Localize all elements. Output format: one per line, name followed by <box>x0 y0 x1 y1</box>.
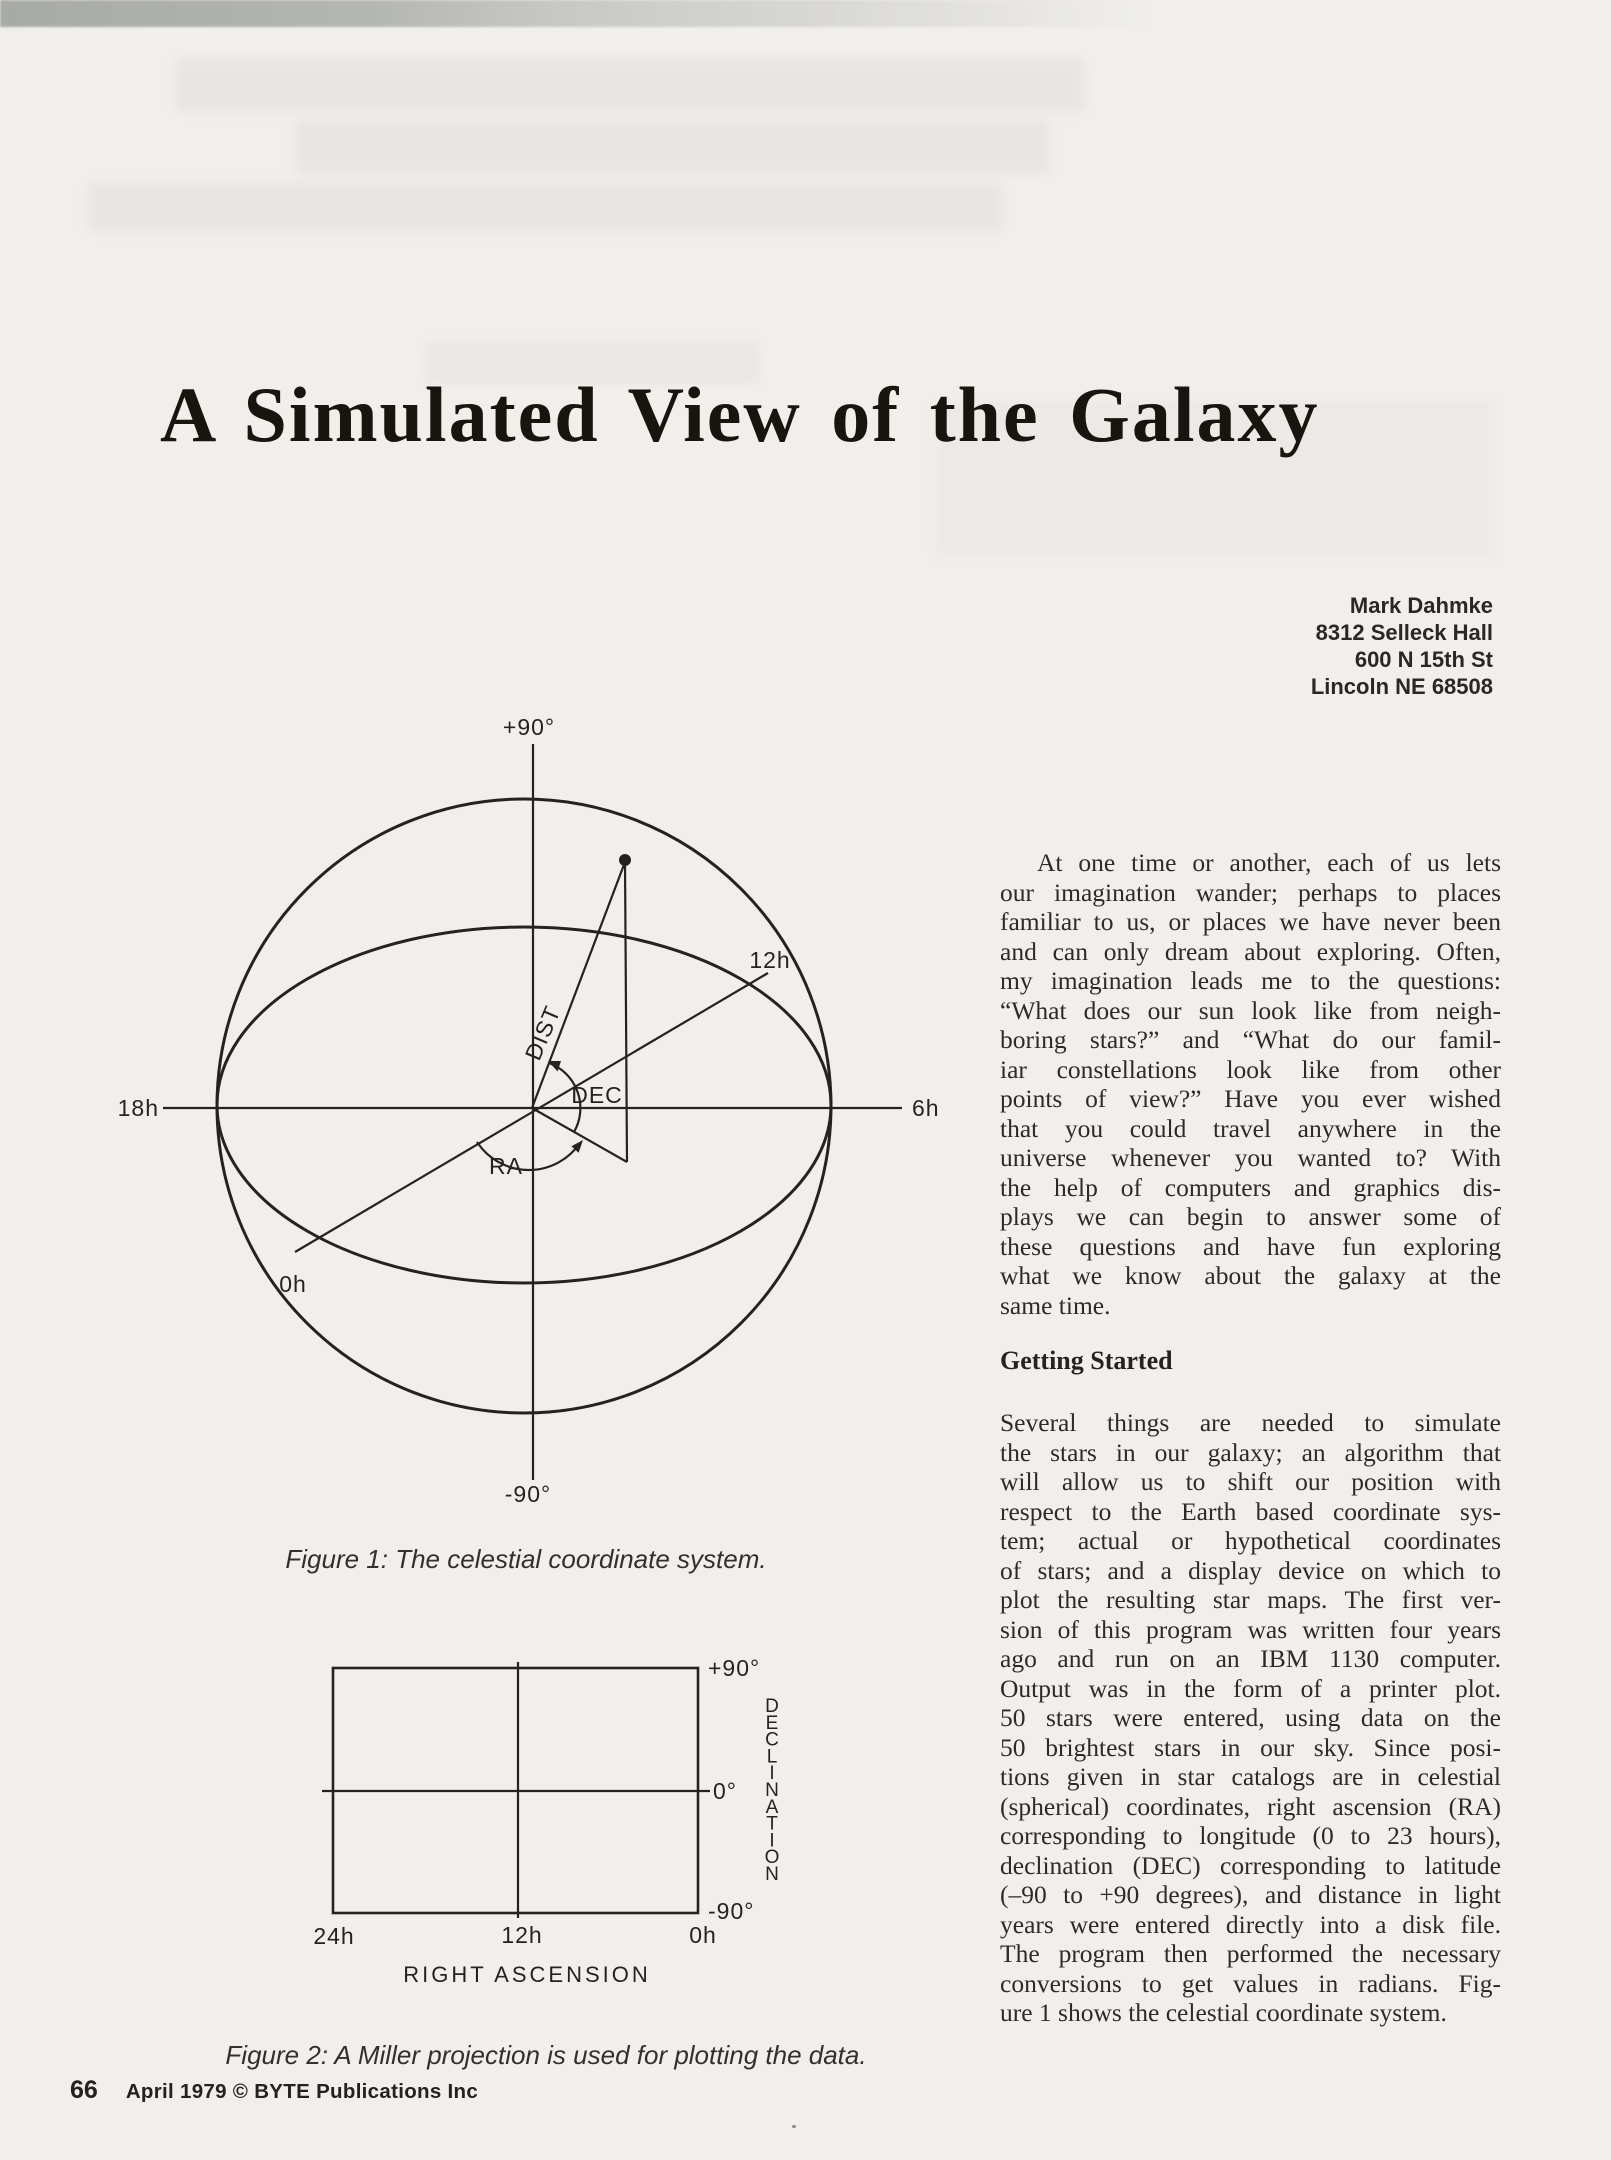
label-24h: 24h <box>313 1923 354 1949</box>
x-axis-title: RIGHT ASCENSION <box>403 1962 651 1987</box>
label-12h: 12h <box>749 947 790 973</box>
label-18h: 18h <box>118 1095 159 1121</box>
dist-vector-line <box>530 861 627 1109</box>
axis-12h-0h <box>294 972 769 1253</box>
scan-edge-band <box>0 0 1150 27</box>
dec-arrowhead-icon <box>548 1061 561 1072</box>
bleed-through-ghost <box>425 342 760 384</box>
author-address-line: 8312 Selleck Hall <box>1315 620 1493 645</box>
text-line: sion of this program was written four ye… <box>1000 1614 1501 1644</box>
label-0h: 0h <box>689 1922 717 1948</box>
label-minus90: -90° <box>708 1898 754 1924</box>
text-line: iar constellations look like from other <box>1000 1054 1501 1084</box>
ra-arrowhead-icon <box>571 1140 583 1153</box>
author-name: Mark Dahmke <box>1349 593 1493 618</box>
text-line: declination (DEC) corresponding to latit… <box>1000 1850 1501 1880</box>
ra-angle-arc <box>476 1141 581 1172</box>
bleed-through-ghost <box>88 182 1003 232</box>
page-number: 66 <box>70 2076 98 2104</box>
label-plus90: +90° <box>708 1655 760 1681</box>
text-line: 50 stars were entered, using data on the <box>1000 1703 1501 1732</box>
equatorial-plane-ellipse <box>215 925 833 1285</box>
label-minus90: -90° <box>505 1481 551 1507</box>
text-line: plot the resulting star maps. The first … <box>1000 1585 1501 1614</box>
text-line: years were entered directly into a disk … <box>1000 1909 1501 1939</box>
text-line: of stars; and a display device on which … <box>1000 1555 1501 1585</box>
label-dist: DIST <box>520 1002 566 1064</box>
author-address-line: 600 N 15th St <box>1354 647 1493 672</box>
text-line: these questions and have fun exploring <box>1000 1231 1501 1261</box>
label-0deg: 0° <box>713 1778 737 1804</box>
star-point <box>619 854 631 866</box>
text-line: 50 brightest stars in our sky. Since pos… <box>1000 1732 1501 1762</box>
copyright-credit: April 1979 © BYTE Publications Inc <box>125 2080 479 2103</box>
text-line: same time. <box>1000 1290 1111 1320</box>
text-line: respect to the Earth based coordinate sy… <box>1000 1496 1501 1526</box>
article-title: A Simulated View of the Galaxy <box>160 371 1320 458</box>
star-drop-line <box>623 861 629 1163</box>
figure2-caption: Figure 2: A Miller projection is used fo… <box>225 2040 867 2070</box>
text-line: familiar to us, or places we have never … <box>1000 907 1501 936</box>
text-line: the help of computers and graphics dis- <box>1000 1172 1501 1202</box>
text-line: corresponding to longitude (0 to 23 hour… <box>1000 1821 1501 1850</box>
text-line: (spherical) coordinates, right ascension… <box>1000 1791 1501 1821</box>
text-line: the stars in our galaxy; an algorithm th… <box>1000 1437 1501 1467</box>
figure1-caption: Figure 1: The celestial coordinate syste… <box>285 1544 767 1574</box>
celestial-sphere-outline <box>215 797 833 1415</box>
bleed-through-ghost <box>295 120 1050 174</box>
text-line: will allow us to shift our position with <box>1000 1467 1501 1496</box>
text-line: conversions to get values in radians. Fi… <box>1000 1968 1501 1998</box>
text-line: Several things are needed to simulate <box>1000 1408 1501 1437</box>
figure2-miller-projection-diagram: +90° 0° -90° 24h 12h 0h RIGHT ASCENSION … <box>313 1655 780 1987</box>
text-line: (–90 to +90 degrees), and distance in li… <box>1000 1880 1501 1909</box>
text-line: tem; actual or hypothetical coordinates <box>1000 1526 1501 1555</box>
label-ra: RA <box>489 1153 523 1179</box>
text-line: and can only dream about exploring. Ofte… <box>1000 936 1501 966</box>
text-line: The program then performed the necessary <box>1000 1939 1501 1968</box>
label-plus90: +90° <box>503 714 555 740</box>
text-line: “What does our sun look like from neigh- <box>1000 995 1501 1025</box>
text-line: plays we can begin to answer some of <box>1000 1202 1501 1231</box>
bleed-through-ghost <box>175 58 1085 112</box>
author-block: Mark Dahmke 8312 Selleck Hall 600 N 15th… <box>1000 592 1493 700</box>
section-heading: Getting Started <box>1000 1346 1173 1375</box>
text-line: universe whenever you wanted to? With <box>1000 1143 1501 1172</box>
text-line: ago and run on an IBM 1130 computer. <box>1000 1644 1501 1673</box>
text-line: ure 1 shows the celestial coordinate sys… <box>1000 1998 1447 2027</box>
text-line: Output was in the form of a printer plot… <box>1000 1673 1501 1703</box>
text-line: tions given in star catalogs are in cele… <box>1000 1762 1501 1791</box>
ra-projection-line <box>531 1107 628 1163</box>
text-line: our imagination wander; perhaps to place… <box>1000 877 1501 907</box>
label-12h: 12h <box>501 1922 542 1948</box>
text-line: boring stars?” and “What do our famil- <box>1000 1025 1501 1054</box>
label-6h: 6h <box>912 1095 940 1121</box>
author-address-line: Lincoln NE 68508 <box>1310 674 1493 699</box>
text-line: points of view?” Have you ever wished <box>1000 1084 1501 1113</box>
text-line: At one time or another, each of us lets <box>1037 848 1501 877</box>
text-line: that you could travel anywhere in the <box>1000 1113 1501 1143</box>
figure1-celestial-diagram: +90° -90° 18h 6h 12h 0h DIST DEC RA <box>118 714 940 1507</box>
text-line: my imagination leads me to the questions… <box>1000 966 1501 995</box>
page-footer: 66 April 1979 © BYTE Publications Inc <box>70 2076 478 2105</box>
label-dec: DEC <box>571 1082 623 1108</box>
label-0h: 0h <box>279 1271 307 1297</box>
text-line: what we know about the galaxy at the <box>1000 1261 1501 1290</box>
dust-speck <box>792 2125 796 2128</box>
